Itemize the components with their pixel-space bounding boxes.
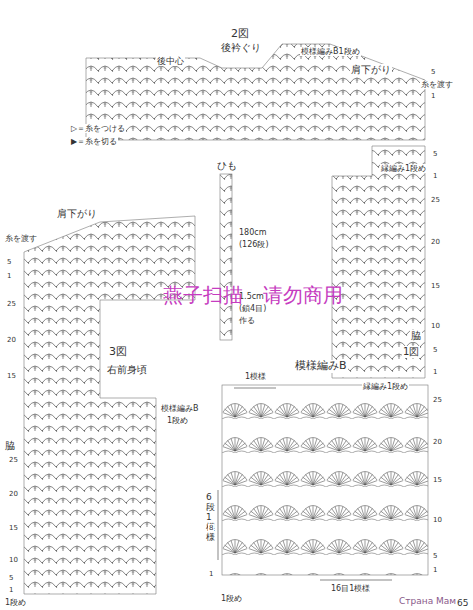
- chart-label: 後中心: [156, 56, 185, 66]
- row-number: 1: [8, 586, 14, 594]
- cord-chart: [220, 174, 232, 340]
- side-chart: [332, 146, 425, 378]
- row-number: 5: [432, 150, 438, 158]
- chart-label: ▶＝糸を切る: [70, 137, 118, 146]
- watermark: Страна Мам: [398, 596, 457, 606]
- row-number: 25: [432, 396, 443, 404]
- watermark: 燕子扫描 请勿商用: [162, 284, 344, 307]
- chart-label: 1段め: [166, 416, 189, 425]
- row-number: 1: [430, 92, 436, 100]
- row-number: 25: [8, 456, 19, 464]
- chart-label: 縁編み1段め: [362, 382, 409, 391]
- chart-label: 糸を渡す: [4, 234, 38, 243]
- row-number: 25: [430, 196, 441, 204]
- pattern-b-chart: [222, 385, 428, 575]
- chart-label: 2図: [230, 28, 250, 41]
- chart-label: 肩下がり: [56, 208, 98, 220]
- chart-label: ▷＝糸をつける: [70, 124, 126, 133]
- chart-label: 1模様: [244, 372, 267, 381]
- back-chart: [86, 44, 425, 140]
- row-number: 5: [430, 68, 436, 76]
- chart-label: (126段): [238, 240, 270, 249]
- repeat-bracket: [234, 388, 276, 389]
- chart-label: 模様編みB1段め: [300, 47, 361, 56]
- row-number: 1: [6, 272, 12, 280]
- repeat-bracket: [320, 580, 392, 581]
- row-number: 15: [6, 372, 17, 380]
- repeat-bracket: [218, 490, 219, 560]
- chart-label: 右前身頃: [106, 364, 148, 376]
- row-number: 15: [432, 476, 443, 484]
- chart-label: 後衿ぐり: [220, 42, 262, 54]
- row-number: 65: [456, 598, 469, 608]
- chart-label: 1段め: [220, 594, 243, 603]
- row-number: 10: [430, 322, 441, 330]
- row-number: 1: [432, 566, 438, 574]
- chart-label: 1図: [402, 346, 420, 358]
- chart-label: 縁編み1段め: [380, 164, 427, 173]
- chart-label: 糸を渡す: [420, 80, 454, 89]
- row-number: 8: [208, 524, 214, 532]
- row-number: 15: [430, 282, 441, 290]
- row-number: 1: [208, 570, 214, 578]
- chart-label: 脇: [4, 440, 16, 452]
- row-number: 20: [6, 336, 17, 344]
- row-number: 5: [6, 258, 12, 266]
- chart-label: 脇: [410, 330, 422, 342]
- row-number: 20: [8, 490, 19, 498]
- chart-label: 180cm: [238, 228, 267, 237]
- row-number: 5: [8, 574, 14, 582]
- chart-label: 1段め: [4, 598, 27, 607]
- row-number: 10: [432, 516, 443, 524]
- row-number: 10: [8, 556, 19, 564]
- row-number: 5: [432, 346, 438, 354]
- chart-label: 肩下がり: [350, 64, 392, 76]
- row-number: 1: [432, 368, 438, 376]
- chart-label: ひも: [216, 160, 238, 172]
- chart-label: 3図: [108, 346, 128, 359]
- chart-label: 模様編みB: [294, 360, 348, 373]
- row-number: 20: [432, 438, 443, 446]
- chart-label: 作る: [238, 316, 256, 325]
- row-number: 25: [6, 300, 17, 308]
- row-number: 5: [432, 552, 438, 560]
- row-number: 1: [432, 172, 438, 180]
- chart-label: 16目1模様: [330, 584, 371, 593]
- row-number: 15: [8, 524, 19, 532]
- row-number: 20: [430, 238, 441, 246]
- chart-label: 6段1模様: [205, 493, 216, 542]
- chart-label: 模様編みB: [160, 404, 200, 413]
